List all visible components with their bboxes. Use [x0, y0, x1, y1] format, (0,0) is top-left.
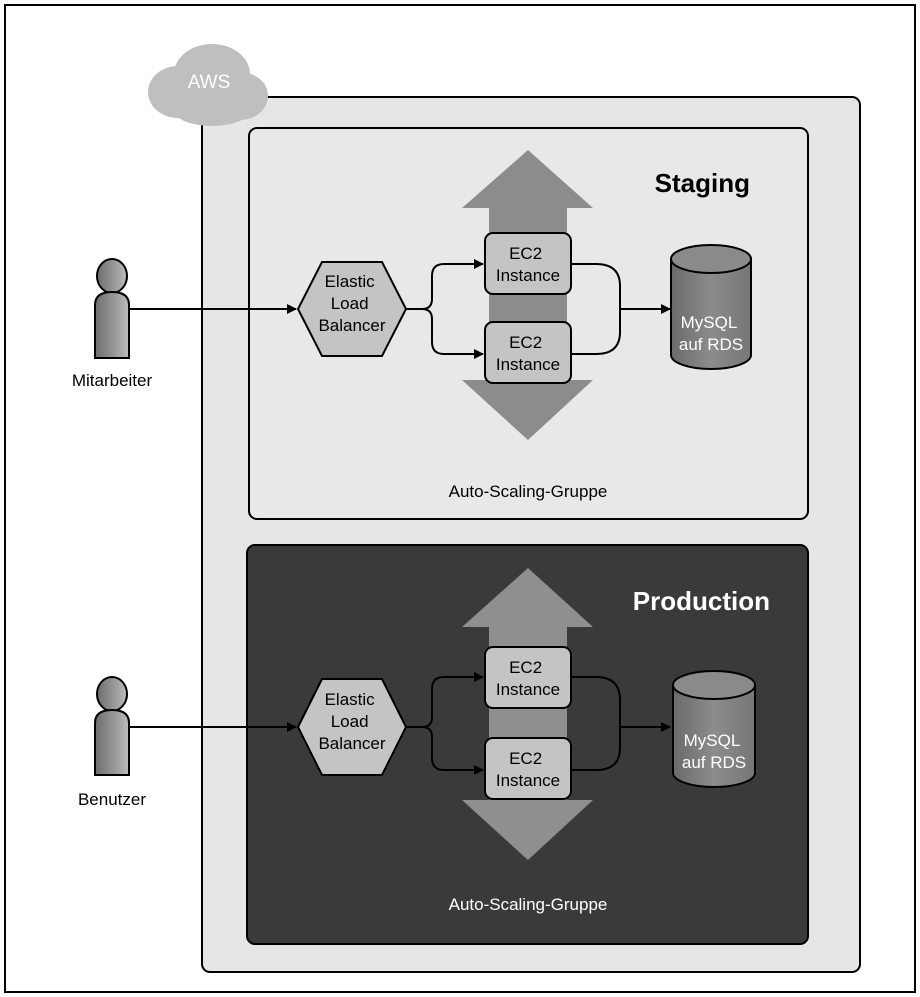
user-person-icon: [94, 676, 130, 776]
production-title: Production: [633, 586, 770, 616]
aws-label: AWS: [188, 72, 231, 93]
staging-ec2-bottom-line-1: EC2: [509, 333, 542, 352]
production-elb-to-ec2-top-arrow: [406, 672, 484, 728]
staging-elb-to-ec2-top-arrow: [406, 259, 484, 310]
svg-text:MySQL auf RDS: MySQL auf RDS: [679, 313, 743, 354]
staging-elastic-load-balancer: [296, 261, 408, 357]
staging-title: Staging: [655, 168, 750, 198]
production-ec2-instance-top: [484, 646, 572, 709]
production-elb-line-1: Elastic: [325, 690, 376, 709]
staging-elb-line-1: Elastic: [325, 272, 376, 291]
production-ec2-top-to-db-line: [571, 676, 621, 727]
production-actor-label: Benutzer: [78, 790, 146, 809]
production-asg-label: Auto-Scaling-Gruppe: [449, 895, 608, 914]
staging-ec2-instance-bottom: [484, 321, 572, 384]
staging-elb-line-2: Load: [331, 294, 369, 313]
aws-cloud-icon: [148, 44, 268, 126]
production-ec2-instance-bottom: [484, 737, 572, 800]
production-elastic-load-balancer: [296, 678, 408, 776]
production-elb-line-3: Balancer: [318, 734, 385, 753]
staging-asg-label: Auto-Scaling-Gruppe: [449, 482, 608, 501]
production-mysql-rds-database-icon: [672, 670, 756, 788]
staging-mysql-rds-database-icon: [670, 244, 752, 370]
production-db-line-2: auf RDS: [682, 753, 746, 772]
production-ec2-bottom-line-1: EC2: [509, 749, 542, 768]
production-db-line-1: MySQL: [684, 731, 740, 750]
svg-text:EC2 Instance: EC2 Instance: [496, 749, 560, 790]
production-elb-line-2: Load: [331, 712, 369, 731]
staging-ec2-bottom-line-2: Instance: [496, 355, 560, 374]
svg-text:EC2 Instance: EC2 Instance: [496, 333, 560, 374]
production-ec2-bottom-to-db-line: [571, 727, 621, 771]
staging-actor-label: Mitarbeiter: [72, 371, 153, 390]
svg-text:MySQL auf RDS: MySQL auf RDS: [682, 731, 746, 772]
svg-text:EC2 Instance: EC2 Instance: [496, 658, 560, 699]
staging-elb-line-3: Balancer: [318, 316, 385, 335]
staging-db-line-1: MySQL: [681, 313, 737, 332]
svg-text:Elastic Load Balancer: Elastic Load Balancer: [318, 690, 385, 753]
production-ec2-bottom-line-2: Instance: [496, 771, 560, 790]
production-ec2-top-line-2: Instance: [496, 680, 560, 699]
staging-ec2-top-line-2: Instance: [496, 266, 560, 285]
svg-text:EC2 Instance: EC2 Instance: [496, 244, 560, 285]
production-elb-to-ec2-bottom-arrow: [421, 726, 484, 775]
staging-ec2-top-to-db-line: [571, 263, 621, 309]
staging-db-line-2: auf RDS: [679, 335, 743, 354]
staging-ec2-instance-top: [484, 232, 572, 295]
staging-elb-to-ec2-bottom-arrow: [421, 308, 484, 359]
employee-person-icon: [94, 258, 130, 359]
staging-ec2-top-line-1: EC2: [509, 244, 542, 263]
svg-text:Elastic Load Balancer: Elastic Load Balancer: [318, 272, 385, 335]
staging-ec2-bottom-to-db-line: [571, 309, 621, 355]
production-ec2-top-line-1: EC2: [509, 658, 542, 677]
